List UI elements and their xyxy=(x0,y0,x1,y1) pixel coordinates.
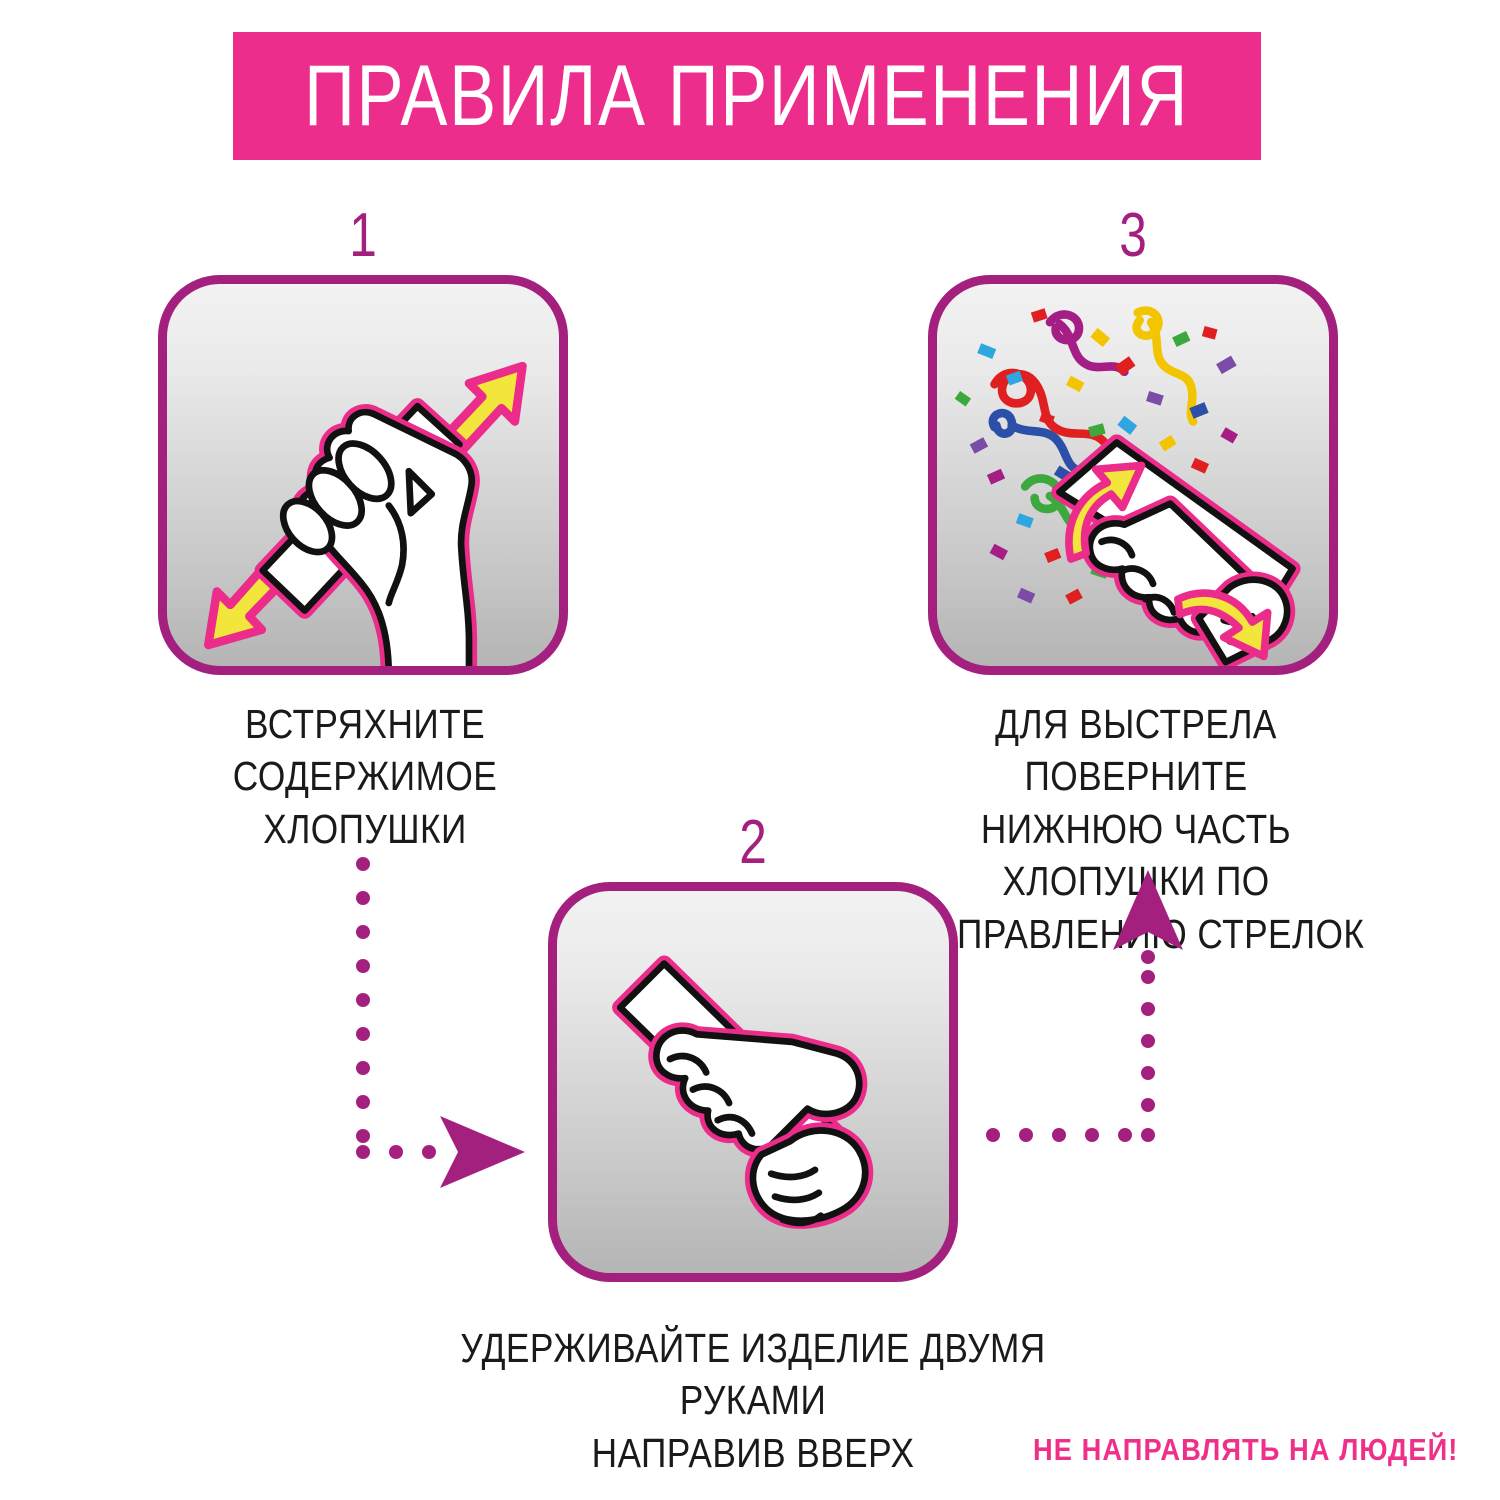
step-1-caption-line-2: ХЛОПУШКИ xyxy=(263,805,467,852)
connector-arrowhead-right-icon xyxy=(440,1116,525,1188)
page-title: ПРАВИЛА ПРИМЕНЕНИЯ xyxy=(304,48,1190,144)
title-banner: ПРАВИЛА ПРИМЕНЕНИЯ xyxy=(233,32,1261,160)
step-1-caption: ВСТРЯХНИТЕ СОДЕРЖИМОЕ ХЛОПУШКИ xyxy=(129,698,602,855)
connector-step2-to-step3 xyxy=(980,860,1210,1180)
step-1-illustration xyxy=(203,361,527,666)
connector-arrowhead-up-icon xyxy=(1113,870,1183,950)
connector-step1-to-step2 xyxy=(340,850,570,1190)
step-2-panel xyxy=(548,882,958,1282)
upper-hand-icon xyxy=(648,1022,868,1158)
step-3-number: 3 xyxy=(1119,201,1147,270)
connector-dots xyxy=(356,857,436,1159)
step-1-panel xyxy=(158,275,568,675)
step-2-number: 2 xyxy=(739,808,767,877)
step-2-caption-line-2: НАПРАВИВ ВВЕРХ xyxy=(591,1429,915,1476)
step-2-caption: УДЕРЖИВАЙТЕ ИЗДЕЛИЕ ДВУМЯ РУКАМИ НАПРАВИ… xyxy=(409,1322,1097,1479)
step-3-caption: ДЛЯ ВЫСТРЕЛА ПОВЕРНИТЕ НИЖНЮЮ ЧАСТЬ ХЛОП… xyxy=(888,698,1383,960)
step-3-panel xyxy=(928,275,1338,675)
step-3-caption-line-1: ДЛЯ ВЫСТРЕЛА ПОВЕРНИТЕ xyxy=(995,701,1277,800)
warning-text: НЕ НАПРАВЛЯТЬ НА ЛЮДЕЙ! xyxy=(1032,1432,1458,1467)
step-2-caption-line-1: УДЕРЖИВАЙТЕ ИЗДЕЛИЕ ДВУМЯ РУКАМИ xyxy=(460,1325,1046,1424)
step-3: 3 xyxy=(928,205,1338,675)
step-2-illustration xyxy=(612,955,874,1229)
connector-dots xyxy=(986,950,1155,1142)
step-1-caption-line-1: ВСТРЯХНИТЕ СОДЕРЖИМОЕ xyxy=(232,701,498,800)
lower-hand-icon xyxy=(744,1122,874,1229)
hand-gripping-icon xyxy=(279,404,480,666)
step-3-caption-line-2: НИЖНЮЮ ЧАСТЬ ХЛОПУШКИ ПО xyxy=(980,805,1292,905)
step-1-number: 1 xyxy=(349,201,377,270)
step-1: 1 xyxy=(158,205,568,675)
step-2: 2 xyxy=(548,812,958,1282)
twist-arrow-down-icon xyxy=(1174,589,1272,661)
step-3-illustration xyxy=(954,306,1301,666)
twist-arrow-up-icon xyxy=(1065,461,1146,563)
